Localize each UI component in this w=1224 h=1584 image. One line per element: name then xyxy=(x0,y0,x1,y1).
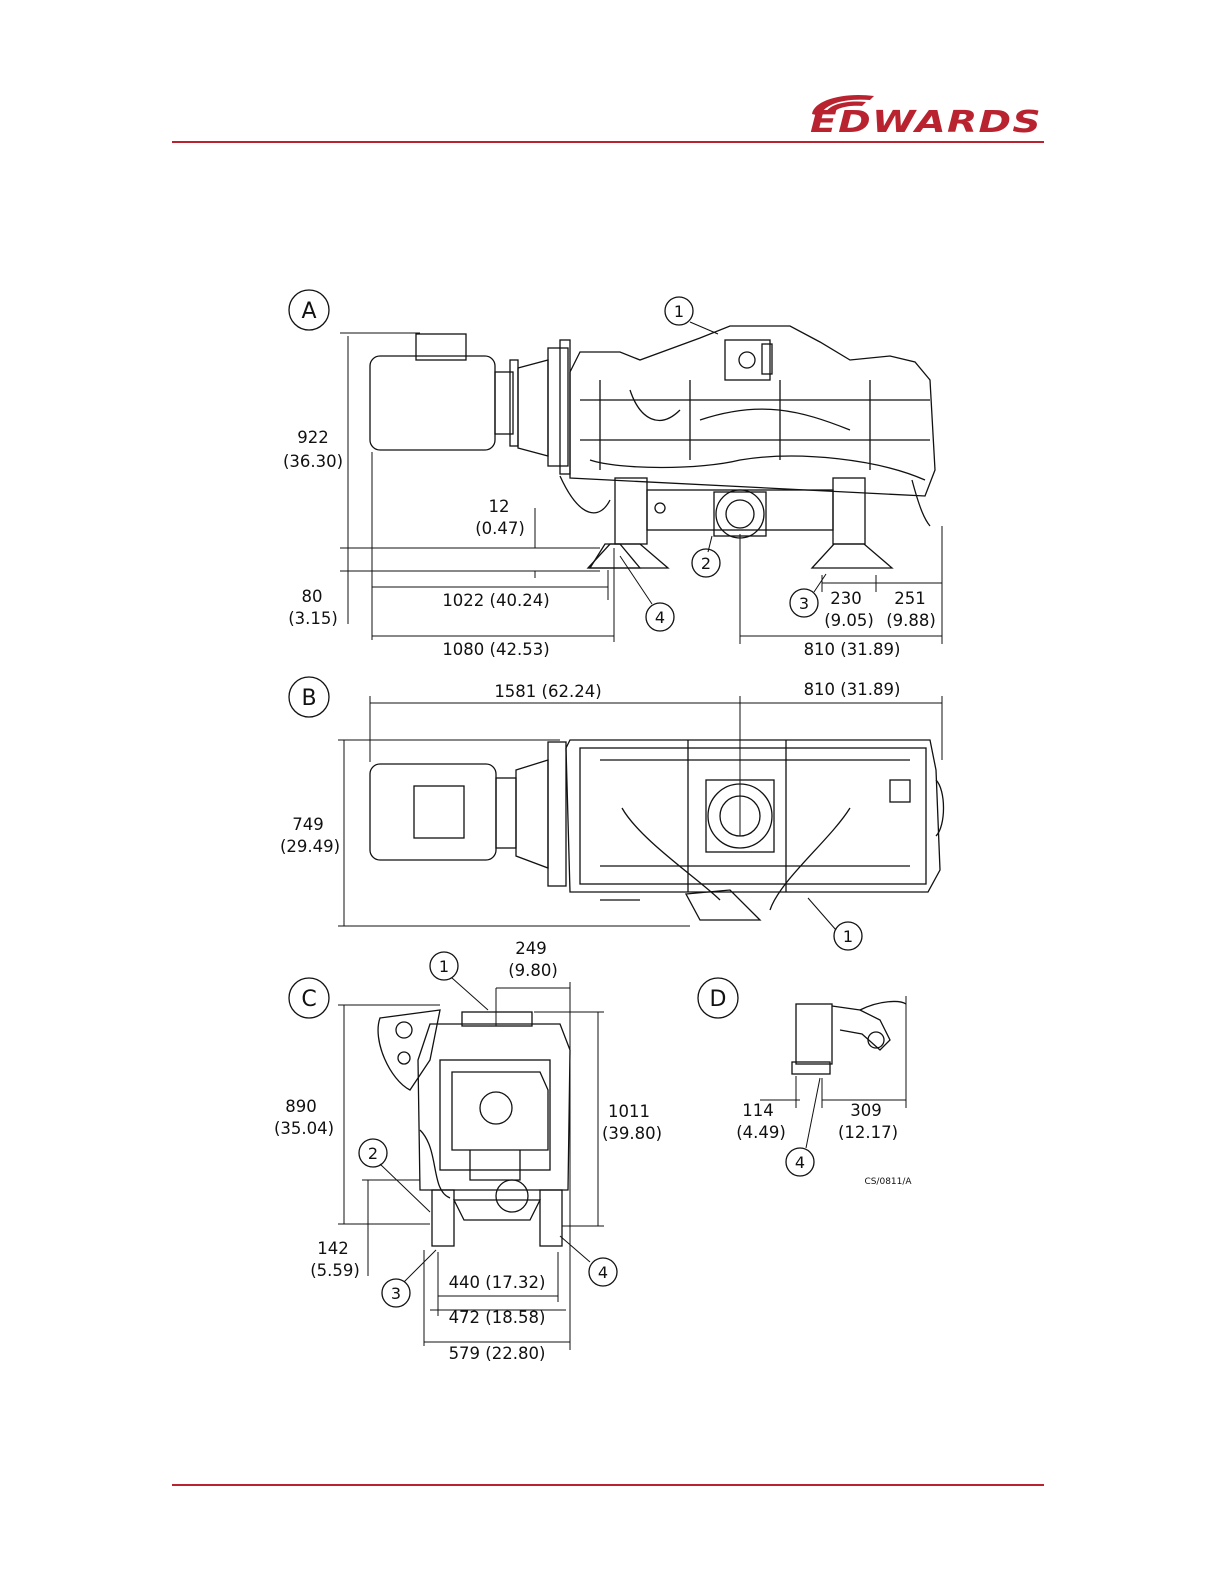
callout-a4: 4 xyxy=(655,608,665,627)
view-a-figure xyxy=(370,326,935,568)
dim-a-inlet-to-end: 810 (31.89) xyxy=(804,640,901,659)
dim-d-foot-depth: 114 xyxy=(742,1101,774,1120)
view-d-label: D xyxy=(710,987,727,1012)
callout-d4: 4 xyxy=(795,1153,805,1172)
dim-c-overall-width: 579 (22.80) xyxy=(449,1344,546,1363)
view-c-label: C xyxy=(301,987,316,1012)
callout-a1: 1 xyxy=(674,302,684,321)
dim-b-overall-width: 749 xyxy=(292,815,324,834)
view-b-label: B xyxy=(301,686,316,711)
dim-a-foot-to-end: 251 xyxy=(894,589,926,608)
view-c-figure xyxy=(378,1010,570,1246)
dim-c-outlet-height-in: (5.59) xyxy=(310,1261,360,1280)
view-b-figure xyxy=(370,740,944,920)
dim-c-outlet-height: 142 xyxy=(317,1239,349,1258)
dim-a-foot-to-end-in: (9.88) xyxy=(886,611,936,630)
dim-c-feet-outer: 472 (18.58) xyxy=(449,1308,546,1327)
callout-a3: 3 xyxy=(799,594,809,613)
dim-c-height-left-in: (35.04) xyxy=(274,1119,334,1138)
dim-c-inlet-offset: 249 xyxy=(515,939,547,958)
callout-a2: 2 xyxy=(701,554,711,573)
callout-c1: 1 xyxy=(439,957,449,976)
dim-a-foot-gap-in: (0.47) xyxy=(475,519,525,538)
callout-c2: 2 xyxy=(368,1144,378,1163)
callout-c3: 3 xyxy=(391,1284,401,1303)
dim-c-height-left: 890 xyxy=(285,1097,317,1116)
dim-c-feet-inner: 440 (17.32) xyxy=(449,1273,546,1292)
dim-c-height-right-in: (39.80) xyxy=(602,1124,662,1143)
dim-b-overall-length: 1581 (62.24) xyxy=(494,682,601,701)
dim-a-base-height-in: (3.15) xyxy=(288,609,338,628)
drawing-code: CS/0811/A xyxy=(864,1177,912,1187)
view-d-figure xyxy=(792,1002,906,1074)
dim-a-foot-width-in: (9.05) xyxy=(824,611,874,630)
callout-c4: 4 xyxy=(598,1263,608,1282)
dim-a-motor-to-foot-outer: 1080 (42.53) xyxy=(442,640,549,659)
dim-c-height-right: 1011 xyxy=(608,1102,650,1121)
dim-c-inlet-offset-in: (9.80) xyxy=(508,961,558,980)
dim-d-foot-to-end-in: (12.17) xyxy=(838,1123,898,1142)
dim-d-foot-depth-in: (4.49) xyxy=(736,1123,786,1142)
dim-a-foot-gap: 12 xyxy=(489,497,510,516)
dim-a-foot-width: 230 xyxy=(830,589,862,608)
dim-a-motor-to-foot: 1022 (40.24) xyxy=(442,591,549,610)
dim-b-overall-width-in: (29.49) xyxy=(280,837,340,856)
dim-a-overall-height: 922 xyxy=(297,428,329,447)
dim-a-base-height: 80 xyxy=(302,587,323,606)
view-a-label: A xyxy=(301,299,316,324)
dim-a-overall-height-in: (36.30) xyxy=(283,452,343,471)
dim-d-foot-to-end: 309 xyxy=(850,1101,882,1120)
dim-b-inlet-to-end: 810 (31.89) xyxy=(804,680,901,699)
callout-b1: 1 xyxy=(843,927,853,946)
view-b-dimension-lines xyxy=(338,696,942,930)
